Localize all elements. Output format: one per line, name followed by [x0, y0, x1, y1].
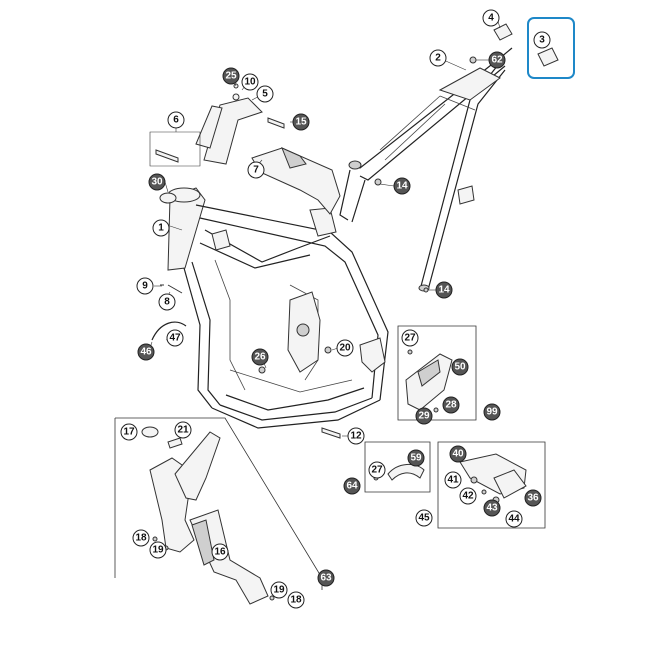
svg-text:47: 47	[169, 333, 181, 344]
clip-kit-64	[364, 441, 431, 493]
svg-text:45: 45	[418, 513, 430, 524]
callout-45[interactable]: 45	[415, 509, 433, 527]
callout-2[interactable]: 2	[429, 49, 447, 67]
svg-text:28: 28	[445, 400, 457, 411]
svg-text:21: 21	[177, 425, 189, 436]
callout-18-left[interactable]: 18	[132, 529, 150, 547]
svg-text:6: 6	[173, 115, 179, 126]
guard-kit-99	[397, 325, 477, 421]
svg-text:5: 5	[262, 89, 268, 100]
callout-19-right[interactable]: 19	[270, 581, 288, 599]
callout-14-lower[interactable]: 14	[435, 281, 453, 299]
svg-text:19: 19	[152, 545, 164, 556]
callout-5[interactable]: 5	[256, 85, 274, 103]
callout-28[interactable]: 28	[442, 396, 460, 414]
svg-text:20: 20	[339, 343, 351, 354]
callout-25[interactable]: 25	[222, 67, 240, 85]
svg-text:40: 40	[452, 449, 464, 460]
svg-text:59: 59	[410, 453, 422, 464]
svg-text:17: 17	[123, 427, 135, 438]
svg-text:4: 4	[488, 13, 494, 24]
svg-text:62: 62	[491, 55, 503, 66]
callout-41[interactable]: 41	[444, 471, 462, 489]
callout-27-box64[interactable]: 27	[368, 461, 386, 479]
callout-14-upper[interactable]: 14	[393, 177, 411, 195]
callout-10[interactable]: 10	[241, 73, 259, 91]
svg-text:25: 25	[225, 71, 237, 82]
callout-1[interactable]: 1	[152, 219, 170, 237]
callout-6[interactable]: 6	[167, 111, 185, 129]
callout-26[interactable]: 26	[251, 348, 269, 366]
svg-text:26: 26	[254, 352, 266, 363]
svg-text:9: 9	[142, 281, 148, 292]
callout-19-left[interactable]: 19	[149, 541, 167, 559]
svg-text:36: 36	[527, 493, 539, 504]
svg-text:50: 50	[454, 362, 466, 373]
callout-62[interactable]: 62	[488, 51, 506, 69]
svg-text:43: 43	[486, 503, 498, 514]
callout-46[interactable]: 46	[137, 343, 155, 361]
svg-text:63: 63	[320, 573, 332, 584]
callout-20[interactable]: 20	[336, 339, 354, 357]
svg-text:18: 18	[290, 595, 302, 606]
svg-text:41: 41	[447, 475, 459, 486]
svg-text:14: 14	[396, 181, 408, 192]
callout-43[interactable]: 43	[483, 499, 501, 517]
svg-text:46: 46	[140, 347, 152, 358]
callout-47[interactable]: 47	[166, 329, 184, 347]
callout-15[interactable]: 15	[292, 113, 310, 131]
svg-text:19: 19	[273, 585, 285, 596]
main-frame	[167, 187, 389, 429]
subframe	[339, 47, 513, 292]
callout-99[interactable]: 99	[483, 403, 501, 421]
svg-text:12: 12	[350, 431, 362, 442]
callout-63[interactable]: 63	[317, 569, 335, 587]
callouts: 1 2 3 4 5 6 7 8 9 10 12 14 14 15 16 17 1…	[120, 9, 551, 609]
highlight-box	[527, 17, 575, 79]
callout-64[interactable]: 64	[343, 477, 361, 495]
callout-12[interactable]: 12	[347, 427, 365, 445]
callout-59[interactable]: 59	[407, 449, 425, 467]
svg-text:7: 7	[253, 165, 259, 176]
svg-text:16: 16	[214, 547, 226, 558]
footrest-kit-45	[437, 441, 546, 529]
callout-4[interactable]: 4	[482, 9, 500, 27]
callout-7[interactable]: 7	[247, 161, 265, 179]
callout-30[interactable]: 30	[148, 173, 166, 191]
callout-16[interactable]: 16	[211, 543, 229, 561]
svg-text:27: 27	[371, 465, 383, 476]
svg-text:3: 3	[539, 35, 545, 46]
callout-44[interactable]: 44	[505, 510, 523, 528]
callout-21[interactable]: 21	[174, 421, 192, 439]
small-parts	[151, 23, 559, 439]
svg-text:18: 18	[135, 533, 147, 544]
svg-text:8: 8	[164, 297, 170, 308]
svg-text:2: 2	[435, 53, 441, 64]
callout-29[interactable]: 29	[415, 407, 433, 425]
callout-9[interactable]: 9	[136, 277, 154, 295]
svg-text:99: 99	[486, 407, 498, 418]
callout-40[interactable]: 40	[449, 445, 467, 463]
callout-42[interactable]: 42	[459, 487, 477, 505]
svg-text:1: 1	[158, 223, 164, 234]
callout-36[interactable]: 36	[524, 489, 542, 507]
callout-3[interactable]: 3	[533, 31, 551, 49]
svg-text:29: 29	[418, 411, 430, 422]
callout-18-right[interactable]: 18	[287, 591, 305, 609]
callout-17[interactable]: 17	[120, 423, 138, 441]
callout-27-box99[interactable]: 27	[401, 329, 419, 347]
frame-guard-group	[114, 417, 323, 605]
leader-lines	[149, 17, 501, 437]
svg-text:14: 14	[438, 285, 450, 296]
svg-text:10: 10	[244, 77, 256, 88]
svg-text:27: 27	[404, 333, 416, 344]
svg-text:15: 15	[295, 117, 307, 128]
callout-50[interactable]: 50	[451, 358, 469, 376]
svg-text:30: 30	[151, 177, 163, 188]
callout-8[interactable]: 8	[158, 293, 176, 311]
svg-text:44: 44	[508, 514, 520, 525]
svg-text:42: 42	[462, 491, 474, 502]
svg-text:64: 64	[346, 481, 358, 492]
